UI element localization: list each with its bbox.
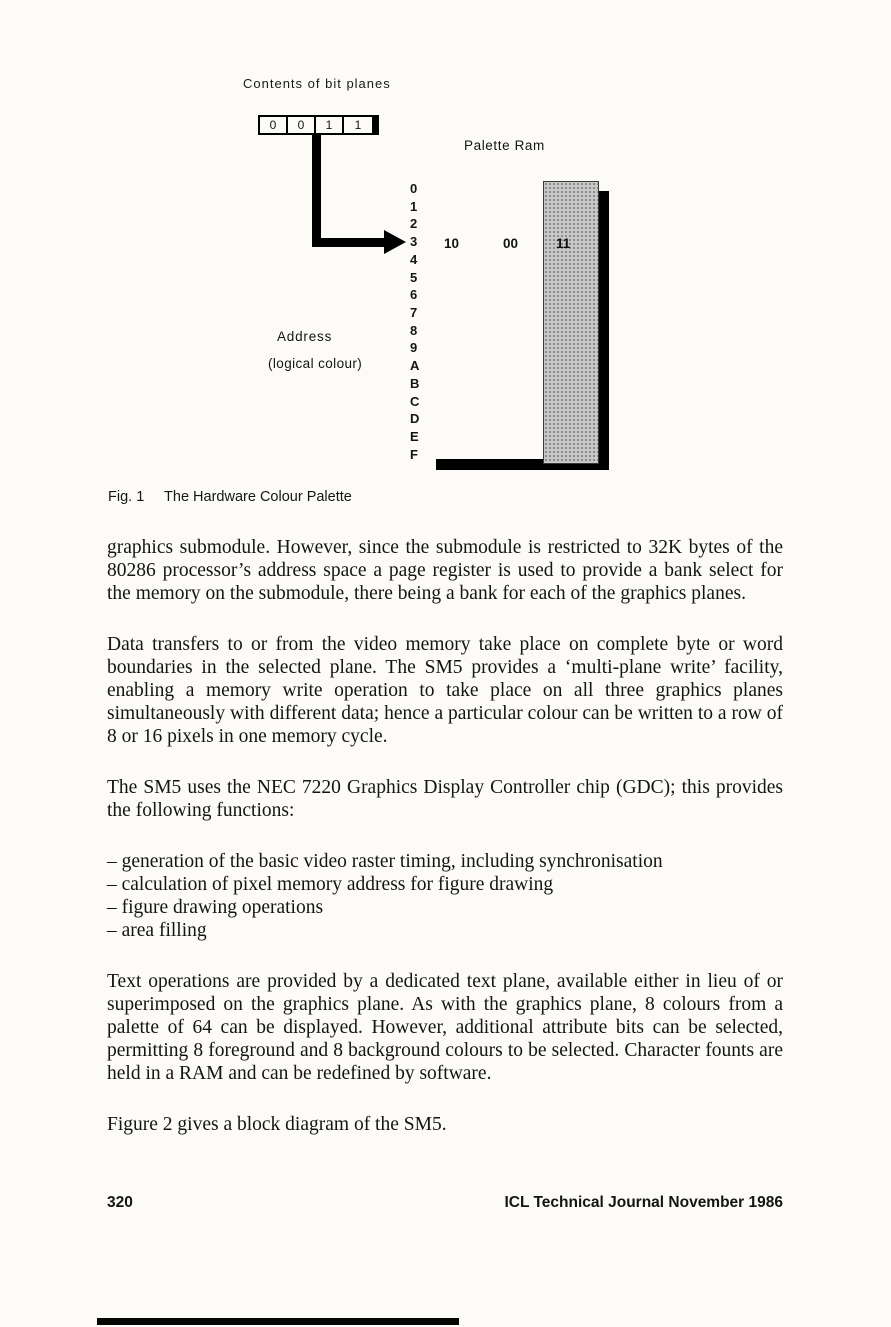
address-row-label: 5: [410, 269, 418, 285]
bit-plane-register: 0 0 1 1: [258, 115, 379, 135]
address-row-label: F: [410, 446, 418, 462]
register-cell: 1: [354, 118, 362, 132]
palette-ram-shadow-right: [599, 191, 609, 470]
figure-caption-number: Fig. 1: [108, 489, 145, 505]
address-arrow-vertical: [312, 134, 321, 247]
address-row-label: 0: [410, 181, 418, 196]
journal-title: ICL Technical Journal November 1986: [504, 1194, 783, 1211]
address-row-label: 6: [410, 287, 418, 303]
palette-value-red: 10: [444, 236, 460, 251]
bullet-item: – calculation of pixel memory address fo…: [107, 874, 554, 895]
address-row-label: 8: [410, 322, 418, 338]
scan-artifact-bar: [97, 1318, 459, 1325]
address-arrow-head-icon: [384, 230, 406, 254]
bit-planes-label: Contents of bit planes: [243, 76, 391, 91]
paragraph: Data transfers to or from the video memo…: [107, 634, 783, 747]
address-row-label: B: [410, 375, 420, 391]
register-cell: 0: [288, 117, 316, 133]
palette-address-column: 0 1 2 3 4 5 6 7 8 9 A B C D E F: [410, 180, 419, 464]
function-list: – generation of the basic video raster t…: [107, 850, 783, 942]
address-row-label: D: [410, 411, 420, 427]
address-label: Address: [277, 329, 333, 344]
bullet-item: – area filling: [107, 920, 207, 941]
address-row-label: 1: [410, 198, 418, 214]
palette-ram-box: [543, 181, 599, 464]
palette-ram-shadow-bottom: [436, 459, 609, 470]
address-row-label: 9: [410, 340, 418, 356]
page-footer: 320 ICL Technical Journal November 1986: [107, 1194, 783, 1212]
address-row-label: 4: [410, 251, 418, 267]
page-number: 320: [107, 1194, 133, 1211]
address-row-label: A: [410, 358, 420, 374]
register-cell: 1: [316, 117, 344, 133]
bullet-item: – generation of the basic video raster t…: [107, 851, 663, 872]
palette-value-blue: 11: [556, 236, 571, 251]
figure-caption-title: The Hardware Colour Palette: [164, 489, 352, 505]
address-row-label: E: [410, 429, 419, 445]
address-row-label: 3: [410, 234, 418, 250]
address-arrow-horizontal: [312, 238, 385, 247]
paragraph: Figure 2 gives a block diagram of the SM…: [107, 1114, 447, 1135]
address-row-label: 7: [410, 305, 418, 321]
paragraph: The SM5 uses the NEC 7220 Graphics Displ…: [107, 777, 783, 821]
figure-caption: Fig. 1 The Hardware Colour Palette: [108, 489, 352, 505]
paragraph: Text operations are provided by a dedica…: [107, 971, 783, 1084]
logical-colour-label: (logical colour): [268, 356, 363, 371]
address-row-label: 2: [410, 216, 418, 232]
palette-ram-label: Palette Ram: [464, 138, 545, 153]
bullet-item: – figure drawing operations: [107, 897, 324, 918]
paragraph: graphics submodule. However, since the s…: [107, 537, 783, 604]
address-row-label: C: [410, 393, 420, 409]
register-cell: 0: [260, 117, 288, 133]
palette-value-green: 00: [503, 236, 519, 251]
article-body: graphics submodule. However, since the s…: [107, 536, 783, 1164]
